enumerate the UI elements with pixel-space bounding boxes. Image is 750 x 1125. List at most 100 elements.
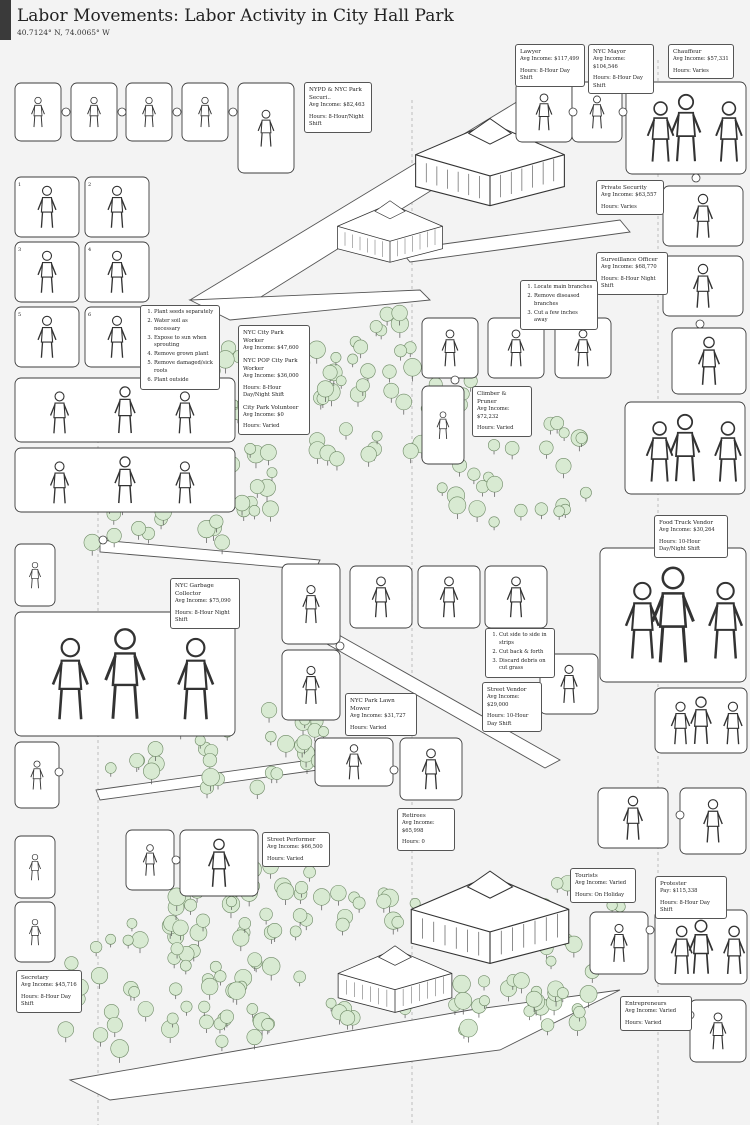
illustration-panel xyxy=(589,911,649,975)
corner-bar xyxy=(0,0,11,40)
tree xyxy=(579,985,598,1003)
tree xyxy=(459,1018,478,1038)
tree xyxy=(199,1014,214,1030)
tree xyxy=(391,916,404,929)
tree xyxy=(289,925,302,938)
tree xyxy=(106,528,122,544)
connector-dot xyxy=(618,107,628,117)
illustration-panel xyxy=(84,176,150,238)
tree xyxy=(90,967,109,985)
illustration-panel xyxy=(179,829,259,897)
connector-dot xyxy=(450,375,460,385)
connector-dot xyxy=(172,107,182,117)
tree xyxy=(335,917,350,932)
tree xyxy=(525,990,543,1008)
tree xyxy=(534,502,548,516)
illustration-panel xyxy=(625,81,747,175)
tree xyxy=(105,933,117,945)
tree xyxy=(545,955,557,967)
tree xyxy=(131,931,149,949)
tree xyxy=(477,975,491,988)
tree xyxy=(335,375,347,387)
label-pruning-steps: Locate main branches Remove diseased bra… xyxy=(520,280,598,331)
tree xyxy=(539,440,554,455)
label-lawyer: Lawyer Avg Income: $117,499 Hours: 8-Hou… xyxy=(515,44,585,87)
tree xyxy=(580,486,592,499)
tree xyxy=(468,500,486,518)
tree xyxy=(219,1009,234,1024)
connector-dot xyxy=(171,855,181,865)
label-entrepreneur: Entrepreneurs Avg Income: Varied Hours: … xyxy=(620,996,692,1032)
tree xyxy=(575,432,588,444)
illustration-panel xyxy=(417,565,481,629)
tree xyxy=(83,533,101,552)
planting-steps-list: Plant seeds separately Water soil as nec… xyxy=(145,309,215,384)
tree xyxy=(267,923,283,938)
tree xyxy=(330,884,347,902)
tree xyxy=(307,340,326,359)
label-secretary: Secretary Avg Income: $45,716 Hours: 8-H… xyxy=(16,970,82,1013)
tree xyxy=(360,363,376,379)
tree xyxy=(293,970,306,984)
label-chauffeur: Chauffeur Avg Income: $57,331 Hours: Var… xyxy=(668,44,734,80)
tree xyxy=(233,494,251,512)
illustration-panel xyxy=(662,185,744,247)
label-climber: Climber & Pruner Avg Income: $72,232 Hou… xyxy=(472,386,532,437)
label-food-truck: Food Truck Vendor Avg Income: $30,264 Ho… xyxy=(654,515,728,558)
connector-dot xyxy=(691,173,701,183)
connector-dot xyxy=(54,767,64,777)
tree xyxy=(360,446,377,463)
illustration-panel xyxy=(181,82,229,142)
connector-dot xyxy=(568,107,578,117)
label-mayor: NYC Mayor Avg Income: $104,546 Hours: 8-… xyxy=(588,44,654,95)
tree xyxy=(105,762,117,774)
illustration-panel xyxy=(399,737,463,801)
tree xyxy=(339,422,353,436)
tree xyxy=(369,320,383,333)
tree xyxy=(325,997,337,1009)
tree xyxy=(129,752,145,768)
illustration-panel xyxy=(421,317,479,379)
tree xyxy=(184,898,197,912)
tree xyxy=(479,995,490,1007)
illustration-panel xyxy=(14,611,236,737)
tree xyxy=(143,762,161,780)
tree xyxy=(262,957,281,976)
illustration-panel xyxy=(679,787,747,855)
tree xyxy=(246,1003,259,1015)
illustration-panel xyxy=(14,741,60,809)
step-number: 2 xyxy=(88,182,91,188)
tree xyxy=(209,514,224,529)
connector-dot xyxy=(335,641,345,651)
tree xyxy=(555,458,572,474)
tree xyxy=(486,475,503,493)
step-number: 4 xyxy=(88,247,91,253)
illustration-panel xyxy=(14,447,236,513)
tree xyxy=(147,741,164,757)
tree xyxy=(347,353,359,365)
label-lawn-mower: NYC Park Lawn Mower Avg Income: $31,727 … xyxy=(345,693,417,737)
tree xyxy=(214,534,230,551)
illustration-panel xyxy=(349,565,413,629)
illustration-panel xyxy=(281,649,341,721)
illustration-panel xyxy=(281,563,341,645)
tree xyxy=(126,918,138,929)
tree xyxy=(227,981,246,1000)
tree xyxy=(180,1000,193,1013)
connector-dot xyxy=(675,810,685,820)
illustration-panel xyxy=(599,547,747,683)
tree xyxy=(166,1012,179,1025)
illustration-panel xyxy=(14,306,80,368)
illustration-panel xyxy=(14,835,56,899)
tree xyxy=(353,339,368,355)
illustration-panel xyxy=(70,82,118,142)
step-number: 6 xyxy=(88,312,91,318)
tree xyxy=(131,520,147,536)
tree xyxy=(225,896,237,908)
tree xyxy=(395,393,412,411)
tree xyxy=(550,416,565,430)
illustration-panel xyxy=(654,909,748,985)
tree xyxy=(355,378,370,393)
illustration-panel xyxy=(654,687,748,754)
